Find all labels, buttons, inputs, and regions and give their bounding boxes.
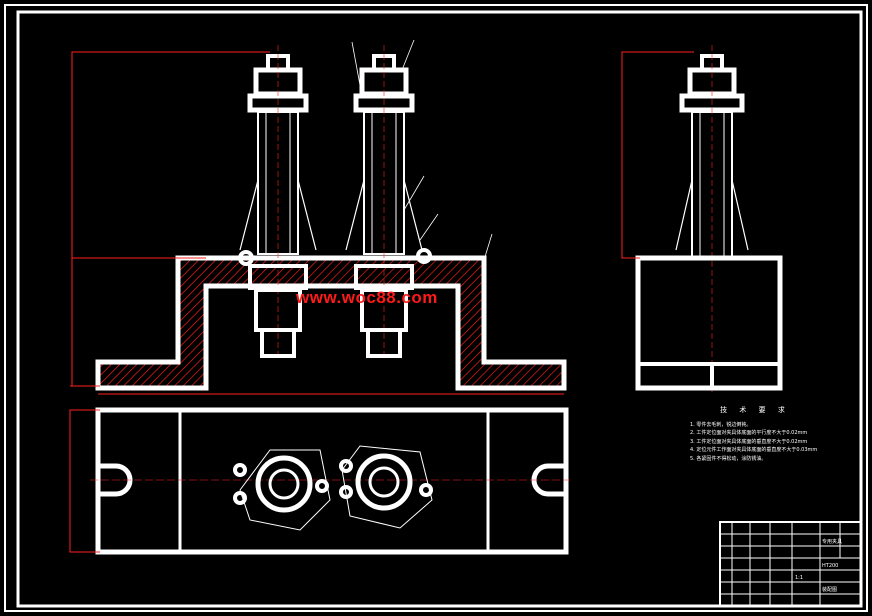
technical-requirements: 技 术 要 求 1. 零件去毛刺，锐边倒钝。 2. 工件定位面对夹具体底面的平行… (690, 406, 850, 463)
watermark: www.woc88.com (296, 288, 438, 307)
top-view (69, 407, 570, 555)
inner-border (16, 10, 863, 608)
top-view-body (95, 407, 569, 555)
title-block: 专用夹具 HT200 1:1 装配图 (719, 521, 862, 607)
right-clamp-top (339, 445, 433, 529)
leader-lines (351, 39, 493, 261)
title-block-name: 专用夹具 (822, 538, 842, 545)
side-view (621, 45, 783, 392)
outer-border (4, 4, 868, 612)
dimension-lines (70, 51, 270, 387)
tech-req-item: 5. 各紧固件不得松动，涂防锈油。 (690, 455, 767, 462)
left-clamp-assembly (238, 45, 317, 360)
title-block-drawing-no: 装配图 (822, 586, 837, 593)
top-dimension-lines (69, 409, 100, 553)
tech-req-item: 2. 工件定位面对夹具体底面的平行度不大于0.02mm (690, 430, 808, 436)
tech-req-item: 3. 工件定位面对夹具体底面的垂直度不大于0.02mm (690, 438, 808, 445)
technical-requirements-title: 技 术 要 求 (720, 406, 790, 414)
left-clamp-top (233, 449, 331, 531)
side-view-body (635, 255, 783, 391)
tech-req-item: 1. 零件去毛刺，锐边倒钝。 (690, 421, 752, 428)
fixture-body-section (95, 255, 567, 391)
title-block-scale: 1:1 (795, 575, 803, 581)
title-block-material: HT200 (822, 563, 838, 569)
tech-req-item: 4. 定位元件工作面对夹具体底面的垂直度不大于0.03mm (690, 447, 818, 453)
right-clamp-assembly (345, 45, 432, 360)
front-view (70, 39, 567, 395)
